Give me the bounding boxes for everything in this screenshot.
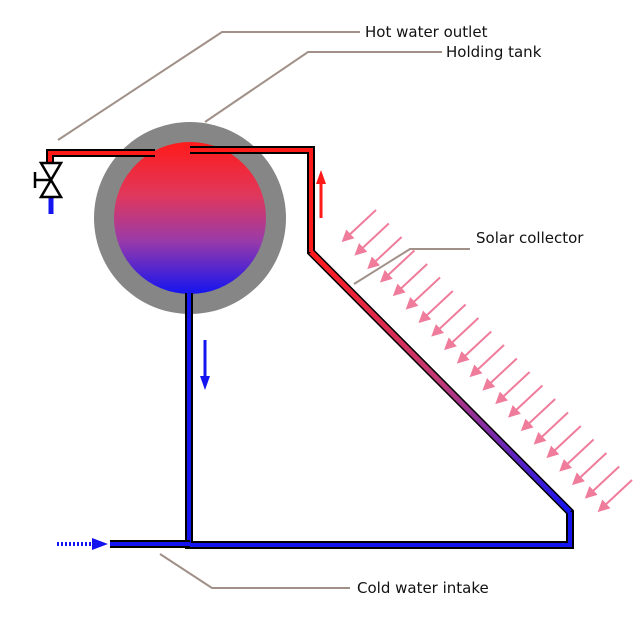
sun-ray-arrow-icon [482,357,518,391]
sun-ray-arrow-icon [380,249,416,283]
sun-ray-arrow-icon [431,303,467,337]
leader-hot-water-outlet [57,31,360,141]
hot-water-outlet-pipe [46,149,155,214]
sun-ray-arrow-icon [495,371,531,405]
sun-ray-arrow-icon [520,398,556,432]
sun-ray-arrow-icon [572,452,608,486]
flow-down-arrow-icon [200,340,210,390]
sun-ray-arrow-icon [469,344,505,378]
solar-collector-panel [309,250,572,514]
sun-ray-arrow-icon [597,479,633,513]
sun-ray-arrow-icon [405,276,441,310]
label-solar-collector: Solar collector [476,229,584,247]
leader-solar-collector [353,248,470,285]
sun-ray-arrow-icon [341,209,377,243]
sun-ray-arrow-icon [584,465,620,499]
cold-water-intake-pipe [57,538,190,550]
flow-up-arrow-icon [316,170,326,218]
sun-ray-arrow-icon [533,411,569,445]
leader-holding-tank [204,51,442,123]
label-hot-water-outlet: Hot water outlet [365,23,488,41]
sun-ray-arrow-icon [546,425,582,459]
label-cold-water-intake: Cold water intake [357,579,489,597]
sun-rays [341,209,633,513]
sun-ray-arrow-icon [444,317,480,351]
holding-tank [94,122,286,314]
label-holding-tank: Holding tank [446,43,542,61]
sun-ray-arrow-icon [367,236,403,270]
tank-water [114,142,266,294]
sun-ray-arrow-icon [354,222,390,256]
valve-icon[interactable] [33,161,64,199]
sun-ray-arrow-icon [418,290,454,324]
leader-cold-water-intake [159,553,350,589]
sun-ray-arrow-icon [559,438,595,472]
sun-ray-arrow-icon [456,330,492,364]
sun-ray-arrow-icon [392,263,428,297]
inflow-arrow-icon [92,538,108,550]
leader-lines [57,31,470,589]
sun-ray-arrow-icon [508,384,544,418]
